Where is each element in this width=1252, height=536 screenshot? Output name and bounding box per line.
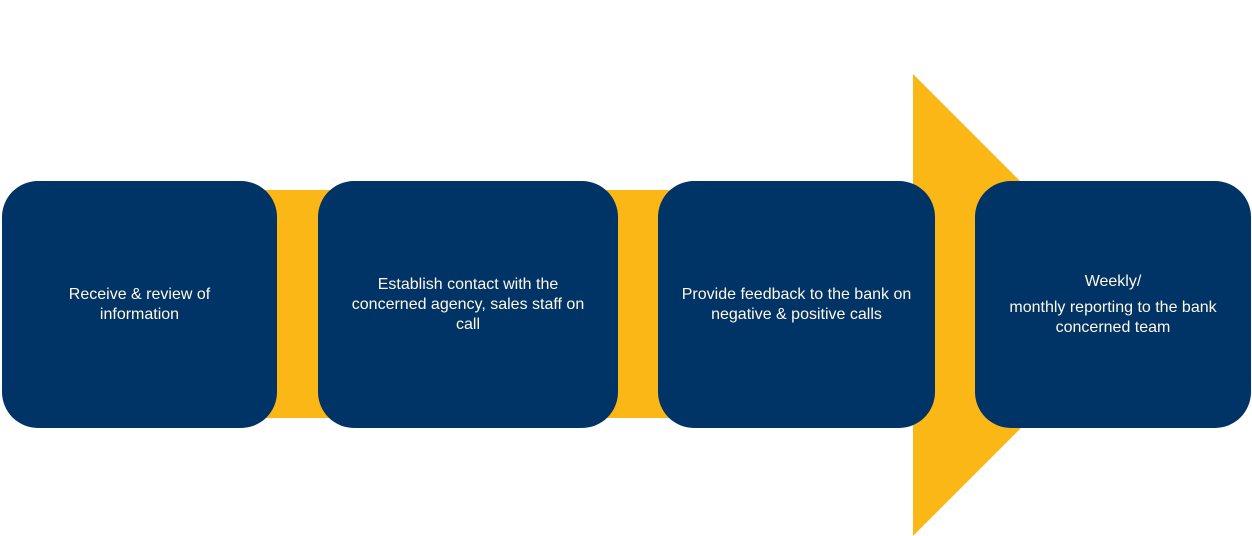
step-4-box: Weekly/ monthly reporting to the bank co… (975, 181, 1251, 428)
step-3-box: Provide feedback to the bank on negative… (658, 181, 935, 428)
step-4-text-line-2: monthly reporting to the bank concerned … (1009, 298, 1217, 336)
step-2-text: Establish contact with the concerned age… (351, 275, 585, 333)
step-1-text: Receive & review of information (68, 285, 211, 323)
step-3-text: Provide feedback to the bank on negative… (681, 285, 912, 323)
step-4-text-line-1: Weekly/ (1084, 272, 1142, 290)
step-1-box: Receive & review of information (2, 181, 277, 428)
step-2-box: Establish contact with the concerned age… (318, 181, 618, 428)
